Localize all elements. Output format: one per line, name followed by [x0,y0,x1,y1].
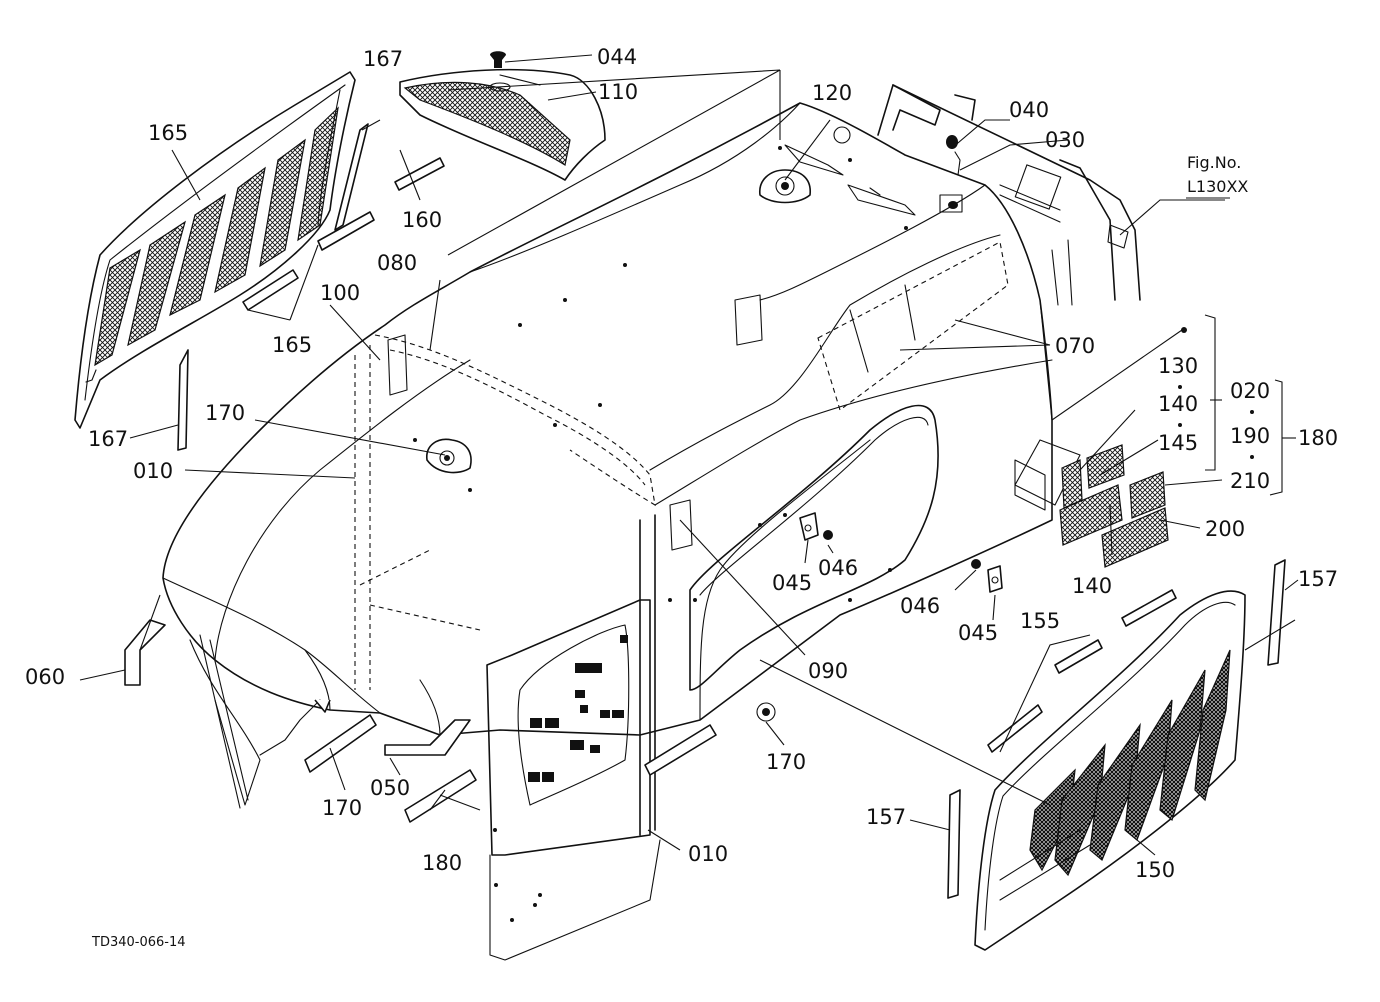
grille-trims-right [947,559,1286,899]
callout-045-right: 045 [958,621,998,645]
front-door-panel [486,599,651,856]
callout-045-center: 045 [772,571,812,595]
callout-120: 120 [812,81,852,105]
latch-045-046-right [971,559,1003,593]
leader-dot [778,146,782,150]
latch-045-046-center [799,512,833,541]
boot-170-upper [426,438,472,474]
callout-140-bottom: 140 [1072,574,1112,598]
callout-080: 080 [377,251,417,275]
callout-150: 150 [1135,858,1175,882]
callout-046-right: 046 [900,594,940,618]
drawing-code: TD340-066-14 [91,935,186,950]
callout-020: 020 [1230,379,1270,403]
hood-screw-holes [413,158,908,922]
callout-100: 100 [320,281,360,305]
callout-170-bottom: 170 [766,750,806,774]
side-screens [1014,439,1169,568]
group-dot [1250,455,1254,459]
callout-155: 155 [1020,609,1060,633]
callout-165-top: 160 [402,208,442,232]
callout-180-top: 170 [322,796,362,820]
group-dot [1250,410,1254,414]
callout-167-top: 167 [363,47,403,71]
callout-044: 044 [597,45,637,69]
callout-210: 210 [1230,469,1270,493]
callout-190: 180 [1298,426,1338,450]
callout-157-right: 157 [1298,567,1338,591]
callout-200-bottom: 200 [1205,517,1245,541]
callout-046-center: 046 [818,556,858,580]
door-decal-text [528,635,628,782]
knob-040-grommet-030 [939,135,963,213]
callout-090: 090 [808,659,848,683]
callout-110: 110 [598,80,638,104]
callout-140-top: 140 [1158,392,1198,416]
callout-010-bottom: 010 [688,842,728,866]
front-grille-left [74,71,356,429]
callout-167-left: 167 [88,427,128,451]
callout-157-left: 157 [866,805,906,829]
callout-010-left: 010 [133,459,173,483]
boot-170-lower [756,702,776,722]
callout-170-top: 170 [205,401,245,425]
top-screen-110 [399,51,606,181]
callout-180-bottom: 180 [422,851,462,875]
group-dot [1178,423,1182,427]
callout-030: 030 [1045,128,1085,152]
callout-040: 040 [1009,98,1049,122]
callout-060: 060 [25,665,65,689]
callout-160: 165 [148,121,188,145]
callout-145: 145 [1158,431,1198,455]
group-dot [1178,385,1182,389]
fig-no-number: L130XX [1187,177,1248,196]
callout-labels: 044 110 167 165 160 165 080 100 120 040 … [25,45,1338,950]
leader-dot [1181,327,1187,333]
callout-200-top: 190 [1230,424,1270,448]
callout-165-bottom: 165 [272,333,312,357]
boot-120 [759,169,811,204]
leader-lines [79,54,1299,856]
callout-070: 070 [1055,334,1095,358]
fig-no-caption: Fig.No. [1187,153,1241,172]
rear-frame-bracket [877,84,1141,306]
hood-body [162,102,1053,736]
callout-130: 130 [1158,354,1198,378]
grille-trims-left [177,123,445,451]
callout-050: 050 [370,776,410,800]
rear-grille-150 [974,590,1246,951]
